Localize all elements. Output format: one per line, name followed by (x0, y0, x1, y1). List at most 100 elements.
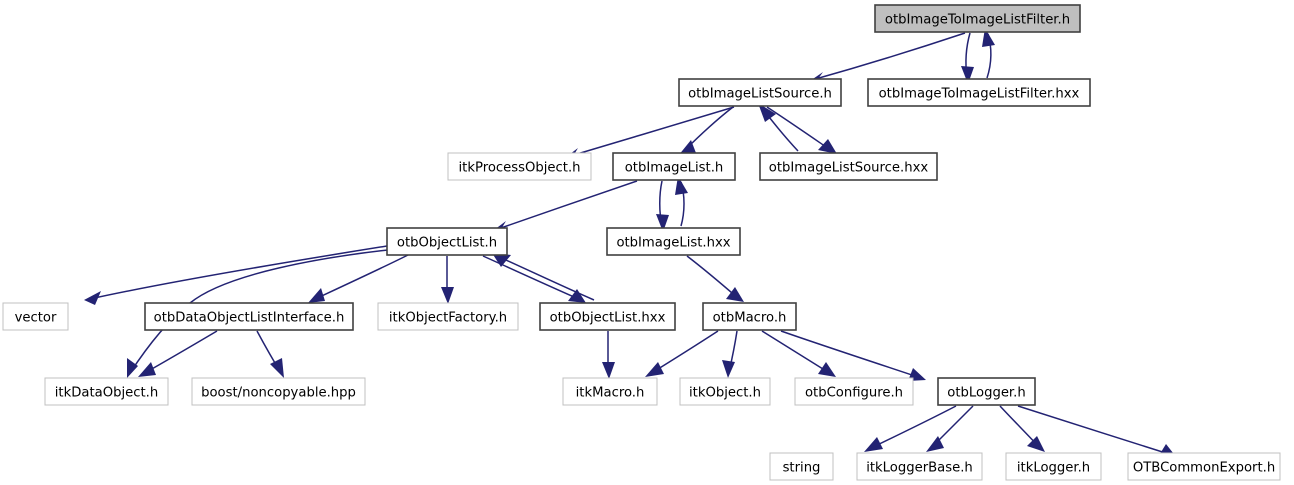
edge-otbObjectList_hxx-to-itkMacro_h (602, 330, 615, 379)
node-box[interactable] (562, 377, 658, 406)
node-label: OTBCommonExport.h (1133, 461, 1275, 476)
edge-line (494, 180, 638, 231)
node-string[interactable]: string (769, 452, 834, 481)
arrowhead-icon (568, 289, 586, 303)
edge-line (761, 330, 832, 375)
node-otbMacro_h[interactable]: otbMacro.h (702, 302, 797, 331)
node-box[interactable] (678, 78, 842, 107)
node-itkMacro_h[interactable]: itkMacro.h (562, 377, 658, 406)
edge-otbObjectList_h-to-otbObjectList_hxx (482, 255, 586, 303)
edge-line (566, 106, 735, 158)
node-otbImageToImageListFilter_h[interactable]: otbImageToImageListFilter.h (874, 4, 1081, 33)
node-itkDataObject_h[interactable]: itkDataObject.h (44, 377, 169, 406)
node-label: boost/noncopyable.hpp (201, 386, 356, 401)
edge-otbObjectList_h-to-otbDataObjectListInterface_h (308, 254, 409, 303)
edge-line (312, 254, 409, 301)
arrowhead-icon (645, 362, 664, 377)
node-otbConfigure_h[interactable]: otbConfigure.h (794, 377, 914, 406)
node-otbLogger_h[interactable]: otbLogger.h (937, 377, 1036, 406)
edge-otbImageList_hxx-to-otbMacro_h (686, 255, 744, 302)
arrowhead-icon (926, 436, 944, 452)
arrowhead-icon (270, 358, 284, 378)
arrowhead-icon (602, 362, 615, 379)
edge-otbImageToImageListFilter_hxx-to-otbImageToImageListFilter_h (982, 28, 995, 79)
node-box[interactable] (144, 302, 354, 331)
node-otbObjectList_h[interactable]: otbObjectList.h (386, 227, 508, 256)
edge-otbObjectList_h-to-vector (84, 245, 388, 305)
node-itkLogger_h[interactable]: itkLogger.h (1005, 452, 1102, 481)
node-label: otbObjectList.h (397, 236, 497, 251)
edge-otbImageListSource_h-to-otbImageListSource_hxx (766, 106, 837, 154)
arrowhead-icon (84, 291, 101, 305)
edge-otbImageToImageListFilter_h-to-otbImageListSource_h (807, 32, 966, 86)
node-box[interactable] (679, 377, 771, 406)
node-box[interactable] (856, 452, 983, 481)
node-box[interactable] (44, 377, 169, 406)
node-box[interactable] (2, 302, 69, 331)
node-itkLoggerBase_h[interactable]: itkLoggerBase.h (856, 452, 983, 481)
node-label: otbDataObjectListInterface.h (154, 311, 345, 326)
node-box[interactable] (759, 152, 938, 181)
edge-otbMacro_h-to-itkObject_h (722, 330, 738, 378)
node-label: otbImageToImageListFilter.h (885, 13, 1070, 28)
node-itkProcessObject_h[interactable]: itkProcessObject.h (447, 152, 592, 181)
edge-otbObjectList_hxx-to-otbObjectList_h (492, 253, 595, 301)
arrowhead-icon (961, 66, 974, 84)
arrowhead-icon (656, 214, 669, 232)
arrowhead-icon (308, 288, 325, 303)
node-box[interactable] (937, 377, 1036, 406)
node-box[interactable] (1127, 452, 1281, 481)
node-itkObject_h[interactable]: itkObject.h (679, 377, 771, 406)
edge-otbMacro_h-to-otbConfigure_h (761, 330, 836, 377)
node-box[interactable] (867, 78, 1091, 107)
node-box[interactable] (794, 377, 914, 406)
node-OTBCommonExport_h[interactable]: OTBCommonExport.h (1127, 452, 1281, 481)
edges-layer (84, 28, 1177, 458)
node-otbImageToImageListFilter_hxx[interactable]: otbImageToImageListFilter.hxx (867, 78, 1091, 107)
node-boost_noncopyable_hpp[interactable]: boost/noncopyable.hpp (191, 377, 366, 406)
node-box[interactable] (612, 152, 736, 181)
node-box[interactable] (1005, 452, 1102, 481)
node-vector[interactable]: vector (2, 302, 69, 331)
edge-otbMacro_h-to-itkMacro_h (645, 330, 719, 377)
edge-otbObjectList_h-to-itkDataObject_h (127, 249, 389, 378)
node-label: itkObjectFactory.h (389, 311, 507, 326)
node-label: otbImageList.h (625, 161, 724, 176)
node-otbDataObjectListInterface_h[interactable]: otbDataObjectListInterface.h (144, 302, 354, 331)
edge-line (496, 255, 595, 301)
edge-otbImageToImageListFilter_h-to-otbImageToImageListFilter_hxx (961, 32, 974, 84)
node-otbImageListSource_h[interactable]: otbImageListSource.h (678, 78, 842, 107)
node-box[interactable] (386, 227, 508, 256)
node-box[interactable] (769, 452, 834, 481)
node-box[interactable] (447, 152, 592, 181)
node-otbImageListSource_hxx[interactable]: otbImageListSource.hxx (759, 152, 938, 181)
edge-line (129, 249, 389, 374)
node-otbImageList_h[interactable]: otbImageList.h (612, 152, 736, 181)
node-label: otbImageList.hxx (616, 236, 730, 251)
edge-otbImageList_hxx-to-otbImageList_h (675, 176, 688, 227)
nodes-layer: otbImageToImageListFilter.h otbImageListS… (2, 4, 1281, 481)
node-box[interactable] (539, 302, 676, 331)
arrowhead-icon (492, 253, 511, 267)
node-box[interactable] (606, 227, 741, 256)
edge-otbLogger_h-to-itkLogger_h (999, 405, 1045, 452)
node-otbImageList_hxx[interactable]: otbImageList.hxx (606, 227, 741, 256)
edge-otbImageListSource_hxx-to-otbImageListSource_h (758, 103, 799, 152)
edge-otbDataObjectListInterface_h-to-itkDataObject_h (138, 330, 218, 377)
node-itkObjectFactory_h[interactable]: itkObjectFactory.h (377, 302, 519, 331)
node-label: itkProcessObject.h (459, 161, 581, 176)
edge-line (766, 106, 833, 152)
node-label: itkLoggerBase.h (866, 461, 973, 476)
edge-otbDataObjectListInterface_h-to-boost_noncopyable_hpp (256, 330, 284, 378)
node-box[interactable] (191, 377, 366, 406)
node-box[interactable] (874, 4, 1081, 33)
node-label: vector (15, 311, 57, 326)
edge-line (780, 330, 922, 379)
node-box[interactable] (377, 302, 519, 331)
node-box[interactable] (702, 302, 797, 331)
node-otbObjectList_hxx[interactable]: otbObjectList.hxx (539, 302, 676, 331)
node-label: itkLogger.h (1017, 461, 1090, 476)
arrowhead-icon (1027, 436, 1045, 452)
